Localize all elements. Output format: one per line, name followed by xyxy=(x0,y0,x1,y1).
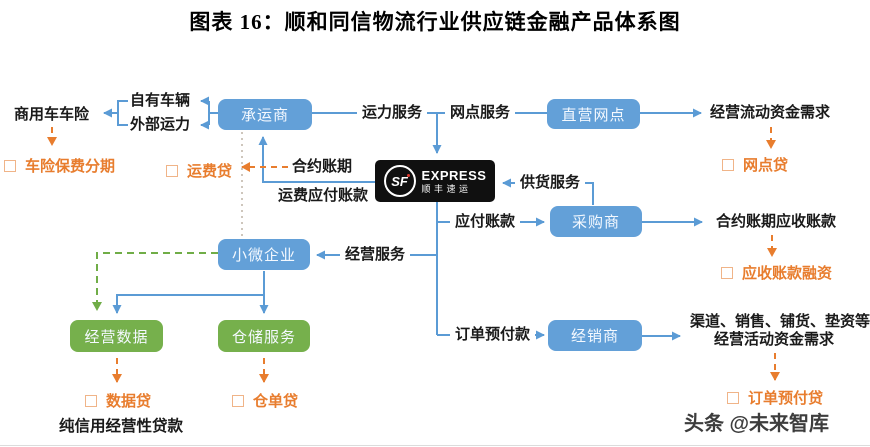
label-order-prepayment: 订单预付款 xyxy=(450,326,536,344)
product-freight-loan: 运费贷 xyxy=(166,160,232,181)
checkbox-icon xyxy=(232,394,244,407)
sf-initials: SF xyxy=(391,173,408,189)
label-contract-receivable: 合约账期应收账款 xyxy=(716,213,837,230)
label-operating-service: 经营服务 xyxy=(340,246,411,264)
label-working-capital-need: 经营流动资金需求 xyxy=(710,104,831,121)
orange-dashed-lines xyxy=(47,127,780,383)
label-capacity-service: 运力服务 xyxy=(357,104,428,122)
product-insurance-installment: 车险保费分期 xyxy=(4,155,115,176)
sf-chinese-label: 顺丰速运 xyxy=(421,183,472,194)
sf-circle-icon: SF xyxy=(383,165,416,197)
label-channel-need-line2: 经营活动资金需求 xyxy=(714,331,835,348)
watermark: 头条 @未来智库 xyxy=(684,413,830,435)
node-carrier: 承运商 xyxy=(218,99,312,130)
label-accounts-payable: 应付账款 xyxy=(450,213,521,231)
node-sme: 小微企业 xyxy=(218,239,310,270)
product-label: 运费贷 xyxy=(187,163,233,180)
checkbox-icon xyxy=(727,391,739,404)
label-channel-need-line1: 渠道、销售、铺货、垫资等 xyxy=(690,313,870,330)
product-label: 仓单贷 xyxy=(253,393,299,410)
bottom-divider xyxy=(0,445,870,446)
node-direct-outlet: 直营网点 xyxy=(547,99,640,129)
product-label: 数据贷 xyxy=(106,393,152,410)
checkbox-icon xyxy=(722,158,734,171)
label-contract-period: 合约账期 xyxy=(292,158,353,175)
label-external-capacity: 外部运力 xyxy=(130,116,191,133)
node-warehouse-service: 仓储服务 xyxy=(218,320,310,352)
product-data-loan: 数据贷 xyxy=(85,390,151,411)
checkbox-icon xyxy=(166,164,178,177)
node-purchaser: 采购商 xyxy=(550,206,642,237)
product-outlet-loan: 网点贷 xyxy=(722,154,788,175)
node-operating-data: 经营数据 xyxy=(70,320,163,352)
label-commercial-vehicle-insurance: 商用车车险 xyxy=(14,106,90,123)
sf-express-logo: SF EXPRESS 顺丰速运 xyxy=(375,160,495,202)
product-label: 车险保费分期 xyxy=(25,158,116,175)
sf-red-dot xyxy=(406,174,410,177)
label-supply-service: 供货服务 xyxy=(515,174,586,192)
checkbox-icon xyxy=(721,266,733,279)
product-label: 订单预付贷 xyxy=(748,390,824,407)
green-dashed-line xyxy=(92,252,218,311)
label-outlet-service: 网点服务 xyxy=(445,104,516,122)
product-label: 网点贷 xyxy=(743,157,789,174)
node-distributor: 经销商 xyxy=(548,320,642,351)
product-warehouse-receipt-loan: 仓单贷 xyxy=(232,390,298,411)
label-freight-payable: 运费应付账款 xyxy=(278,187,369,204)
figure-title: 图表 16：顺和同信物流行业供应链金融产品体系图 xyxy=(189,10,681,34)
label-own-vehicles: 自有车辆 xyxy=(130,92,191,109)
product-receivable-financing: 应收账款融资 xyxy=(721,262,832,283)
label-pure-credit-note: 纯信用经营性贷款 xyxy=(59,418,184,435)
checkbox-icon xyxy=(4,159,16,172)
sf-logo-text: EXPRESS 顺丰速运 xyxy=(422,169,487,194)
sf-express-label: EXPRESS xyxy=(421,167,487,183)
checkbox-icon xyxy=(85,394,97,407)
product-label: 应收账款融资 xyxy=(742,265,833,282)
product-order-prepay-loan: 订单预付贷 xyxy=(727,387,823,408)
